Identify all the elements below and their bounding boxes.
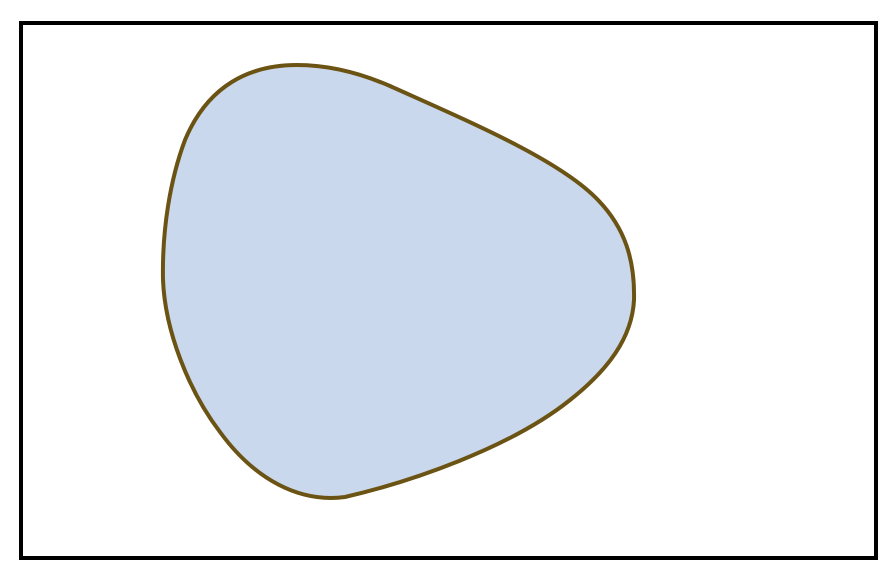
blob-shape xyxy=(160,63,637,500)
